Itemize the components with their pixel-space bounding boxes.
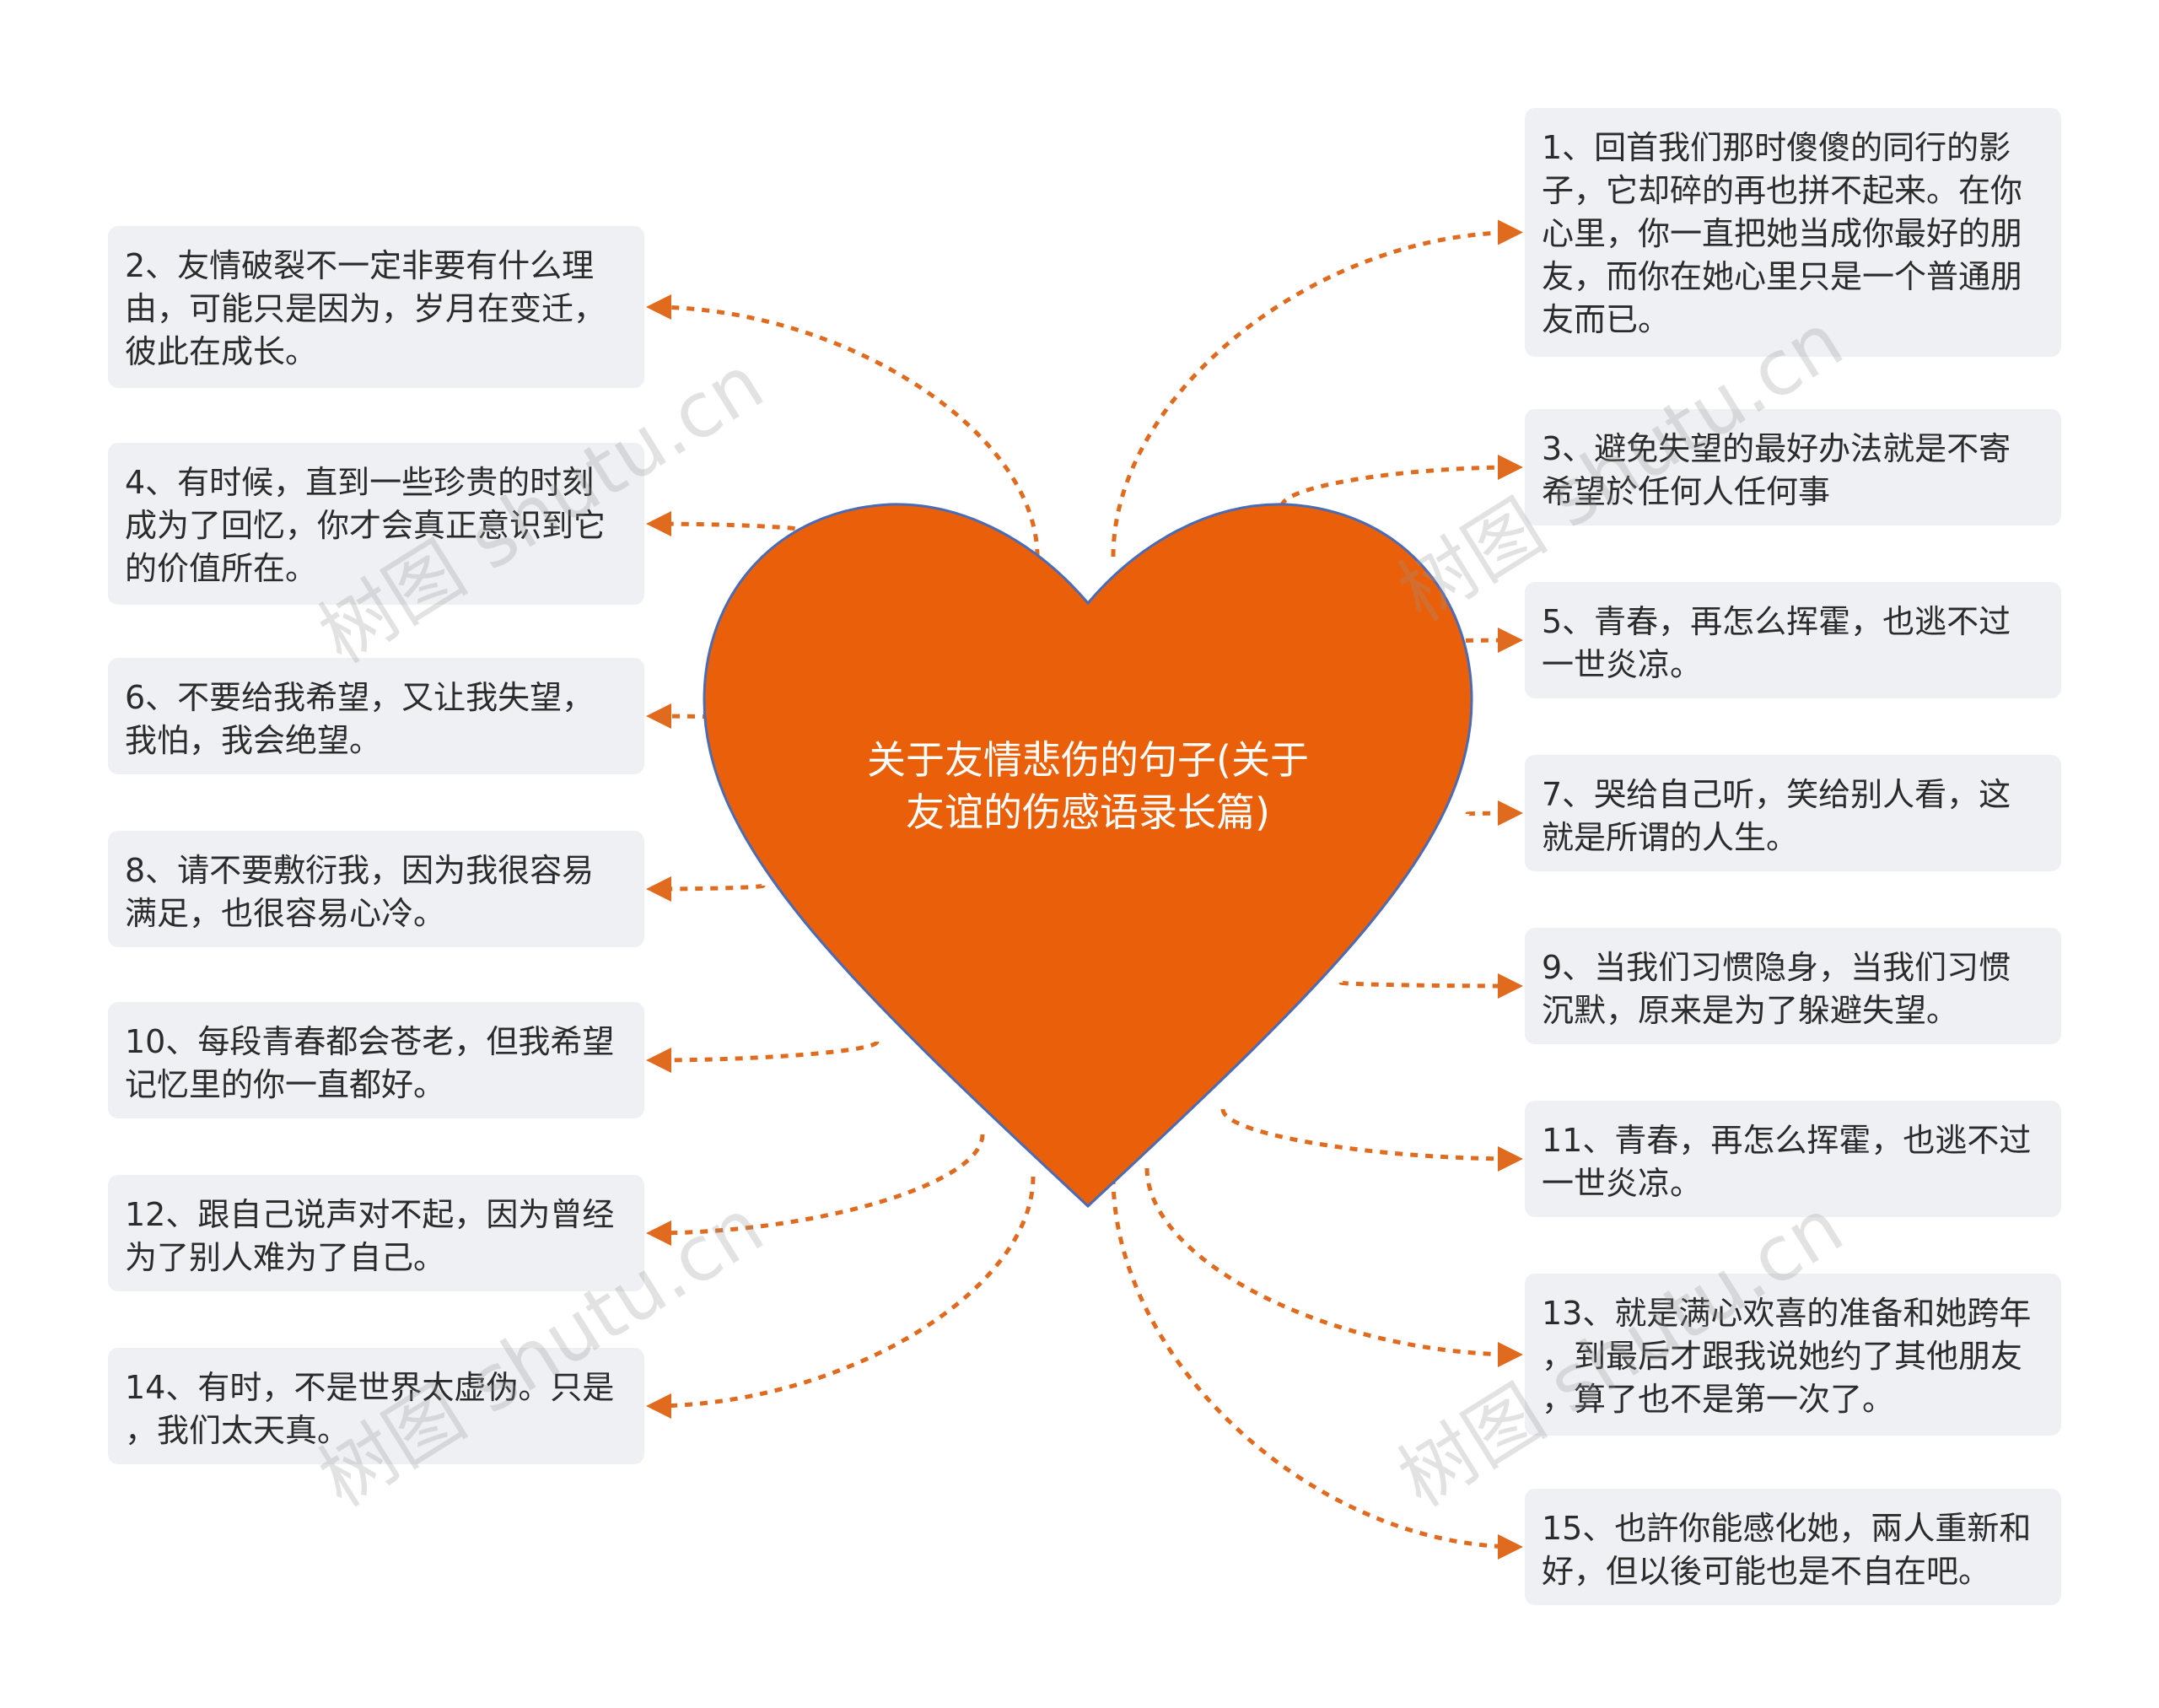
connector-arrow [646, 1134, 985, 1246]
left-topic-node[interactable]: 6、不要给我希望，又让我失望， 我怕，我会绝望。 [108, 658, 644, 774]
right-topic-node[interactable]: 1、回首我们那时傻傻的同行的影 子，它却碎的再也拼不起来。在你 心里，你一直把她… [1525, 108, 2061, 357]
connector-arrow [1111, 1176, 1523, 1560]
left-topic-node[interactable]: 2、友情破裂不一定非要有什么理 由，可能只是因为，岁月在变迁， 彼此在成长。 [108, 226, 644, 388]
right-topic-node[interactable]: 9、当我们习惯隐身，当我们习惯 沉默，原来是为了躲避失望。 [1525, 928, 2061, 1044]
connector-arrow [1144, 1167, 1523, 1367]
connector-arrow [646, 876, 766, 902]
right-topic-node[interactable]: 13、就是满心欢喜的准备和她跨年 ，到最后才跟我说她约了其他朋友 ，算了也不是第… [1525, 1274, 2061, 1436]
left-topic-node[interactable]: 10、每段青春都会苍老，但我希望 记忆里的你一直都好。 [108, 1002, 644, 1118]
right-topic-node[interactable]: 15、也許你能感化她，兩人重新和 好，但以後可能也是不自在吧。 [1525, 1489, 2061, 1605]
connector-lines [646, 219, 1523, 1560]
connector-arrow [646, 511, 812, 537]
right-topic-node[interactable]: 3、避免失望的最好办法就是不寄 希望於任何人任何事 [1525, 409, 2061, 525]
left-topic-node[interactable]: 14、有时，不是世界太虚伪。只是 ，我们太天真。 [108, 1348, 644, 1464]
connector-arrow [646, 1176, 1036, 1419]
connector-arrow [1338, 973, 1523, 999]
right-topic-node[interactable]: 7、哭给自己听，笑给别人看，这 就是所谓的人生。 [1525, 755, 2061, 871]
left-topic-node[interactable]: 8、请不要敷衍我，因为我很容易 满足，也很容易心冷。 [108, 831, 644, 947]
right-topic-node[interactable]: 5、青春，再怎么挥霍，也逃不过 一世炎凉。 [1525, 582, 2061, 698]
right-topic-node[interactable]: 11、青春，再怎么挥霍，也逃不过 一世炎凉。 [1525, 1101, 2061, 1217]
left-topic-node[interactable]: 4、有时候，直到一些珍贵的时刻 成为了回忆，你才会真正意识到它 的价值所在。 [108, 443, 644, 605]
connector-arrow [1465, 800, 1523, 827]
connector-arrow [646, 1040, 880, 1073]
connector-arrow [646, 294, 1040, 558]
connector-arrow [1220, 1108, 1523, 1172]
connector-arrow [646, 703, 713, 730]
connector-arrow [1279, 455, 1523, 507]
left-topic-node[interactable]: 12、跟自己说声对不起，因为曾经 为了别人难为了自己。 [108, 1175, 644, 1291]
center-heart-shape[interactable] [703, 503, 1473, 1209]
center-topic-title: 关于友情悲伤的句子(关于 友谊的伤感语录长篇) [867, 737, 1309, 835]
connector-arrow [1111, 219, 1523, 558]
